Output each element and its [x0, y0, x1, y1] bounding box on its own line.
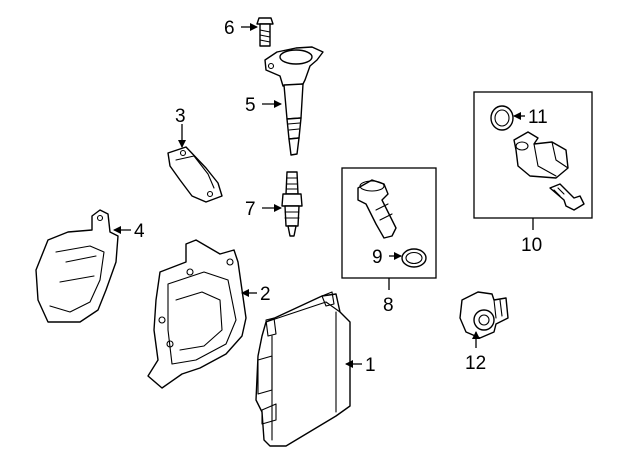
part-10-bolt[interactable]: [549, 183, 585, 211]
callout-6: 6: [224, 18, 235, 39]
part-9-o-ring[interactable]: [401, 248, 427, 268]
callout-4: 4: [134, 221, 145, 242]
part-6-bolt[interactable]: [256, 17, 274, 47]
part-11-o-ring[interactable]: [490, 105, 514, 131]
callout-7: 7: [245, 199, 256, 220]
callout-10: 10: [521, 235, 542, 256]
part-7-spark-plug[interactable]: [281, 171, 303, 237]
part-10-sensor[interactable]: [513, 131, 569, 179]
callout-5: 5: [245, 95, 256, 116]
leader-lines: [113, 23, 534, 368]
part-8-sensor[interactable]: [357, 179, 397, 239]
part-1-ecu-module[interactable]: [255, 291, 351, 447]
callout-9: 9: [372, 247, 383, 268]
callout-labels: 6 5 3 7 4 2 1 9 8 11 10 12: [134, 18, 548, 376]
part-3-bracket[interactable]: [167, 146, 223, 203]
callout-2: 2: [260, 284, 271, 305]
part-2-heat-shield[interactable]: [147, 239, 247, 389]
part-4-cover[interactable]: [35, 209, 119, 323]
callout-3: 3: [175, 106, 186, 127]
callout-1: 1: [365, 355, 376, 376]
part-12-knock-sensor[interactable]: [459, 291, 509, 339]
callout-8: 8: [383, 295, 394, 316]
callout-12: 12: [465, 353, 486, 374]
callout-11: 11: [528, 107, 548, 128]
part-5-ignition-coil[interactable]: [264, 46, 324, 156]
